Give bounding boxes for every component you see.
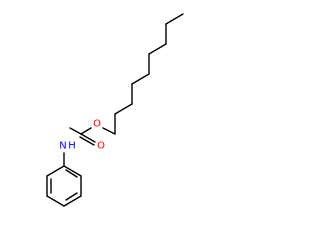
amine-nitrogen-label: N <box>59 141 66 152</box>
carbonyl-oxygen-label: O <box>97 141 105 152</box>
phenyl-ring <box>46 165 82 207</box>
bond-carbonyl-c-n <box>69 127 82 135</box>
bond-carbonyl-double-b <box>79 136 95 146</box>
structure-diagram: O O N H <box>46 13 184 207</box>
octyl-chain <box>102 13 184 135</box>
ring-bond-4 <box>46 195 65 207</box>
bond-carbonyl-double-a <box>80 133 96 143</box>
ring-bond-3 <box>63 195 82 207</box>
ring-inner-bond-b <box>65 192 78 201</box>
amine-hydrogen-label: H <box>68 141 76 152</box>
bond-c6-c5 <box>148 43 167 55</box>
ring-inner-bond-a <box>65 169 78 178</box>
bond-c8-c7 <box>165 13 184 25</box>
ring-bond-6 <box>46 165 65 177</box>
ether-oxygen-label: O <box>93 119 101 130</box>
carbamate-group: O O N H <box>59 119 105 167</box>
bond-c2-c1 <box>114 103 133 115</box>
bond-c0-o <box>102 127 116 135</box>
bond-o-carbonyl-c <box>80 127 92 135</box>
bond-c4-c3 <box>131 73 150 85</box>
ring-bond-1 <box>63 165 82 177</box>
